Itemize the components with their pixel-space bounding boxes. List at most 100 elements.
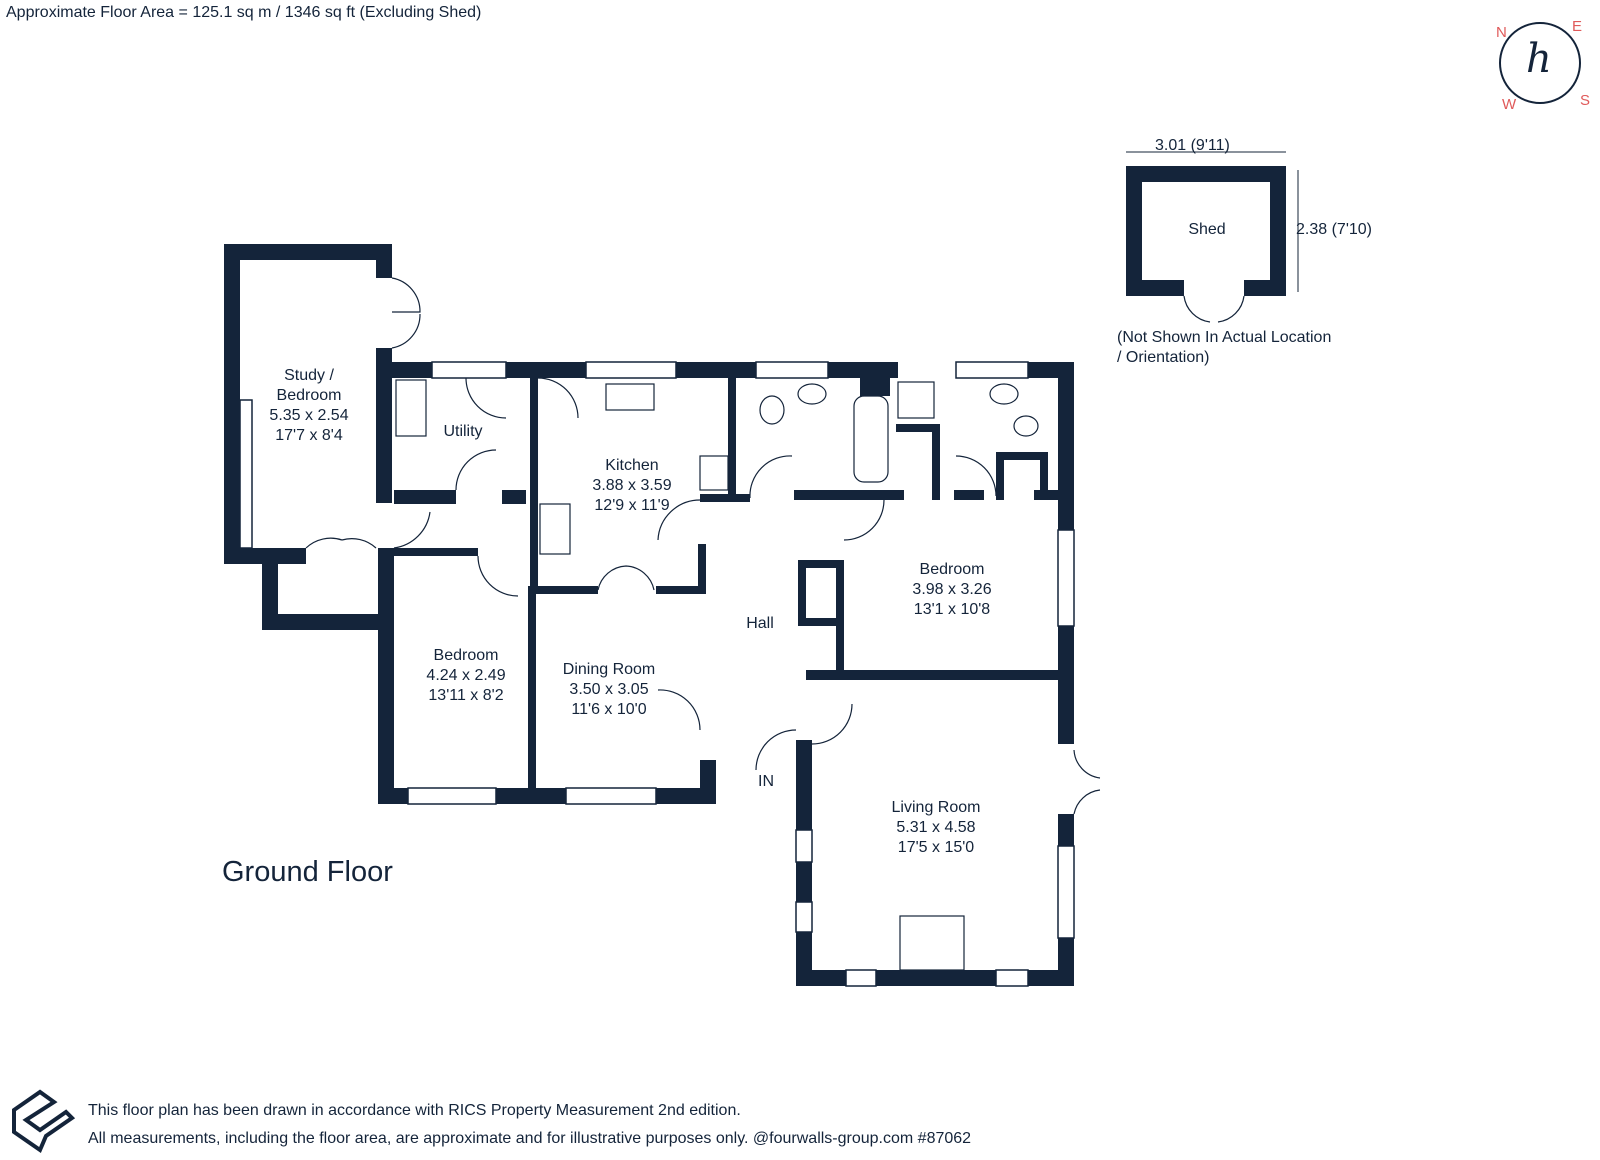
wall-segment	[932, 424, 940, 500]
room-label-kitchen: Kitchen 3.88 x 3.59 12'9 x 11'9	[592, 457, 672, 514]
room-label-hall: Hall	[746, 615, 774, 632]
floor-title: Ground Floor	[222, 856, 393, 888]
window	[1057, 529, 1075, 627]
exterior-walls	[224, 244, 1074, 986]
toilet	[1013, 415, 1039, 437]
wall-segment	[1126, 280, 1184, 296]
wall-segment	[224, 244, 392, 260]
wall-segment	[262, 548, 278, 630]
floor-area-text: Approximate Floor Area = 125.1 sq m / 13…	[6, 4, 482, 21]
door-arc	[305, 537, 377, 549]
window	[845, 969, 877, 987]
compass-logo-letter: h	[1526, 36, 1552, 82]
brand-mark-icon	[12, 1089, 76, 1154]
compass-south-label: S	[1580, 92, 1591, 109]
wall-segment	[224, 244, 240, 564]
room-label-bedroom-1: Bedroom 3.98 x 3.26 13'1 x 10'8	[912, 561, 992, 618]
boiler	[699, 455, 729, 491]
wall-segment	[698, 544, 706, 594]
wall-segment	[376, 348, 392, 503]
shed-depth-dimension: 2.38 (7'10)	[1296, 221, 1372, 238]
window	[565, 787, 657, 805]
door-arc	[657, 499, 701, 541]
wall-segment	[496, 788, 566, 804]
door-arc	[955, 455, 997, 497]
wall-segment	[836, 560, 844, 680]
wall-segment	[1040, 452, 1048, 500]
window	[239, 399, 253, 549]
window	[795, 901, 813, 933]
wall-segment	[996, 452, 1048, 460]
wall-segment	[796, 932, 812, 986]
fireplace	[899, 915, 965, 971]
wall-segment	[954, 490, 984, 500]
fixtures	[395, 379, 1039, 971]
room-label-living-room: Living Room 5.31 x 4.58 17'5 x 15'0	[891, 799, 981, 856]
footer-disclaimer: All measurements, including the floor ar…	[88, 1130, 972, 1147]
wall-segment	[794, 490, 904, 500]
shower-tray	[897, 381, 935, 419]
door-arc	[755, 729, 797, 771]
wall-segment	[996, 452, 1004, 500]
wall-segment	[796, 740, 812, 830]
compass-logo	[1499, 22, 1581, 104]
window	[795, 829, 813, 863]
wall-segment	[1270, 166, 1286, 296]
wall-segment	[1126, 166, 1142, 296]
door-arc	[455, 449, 497, 491]
window	[431, 361, 507, 379]
wall-segment	[656, 586, 706, 594]
wall-segment	[376, 244, 392, 278]
shed-label: Shed	[1188, 221, 1226, 238]
wall-segment	[394, 490, 456, 504]
wall-segment	[896, 424, 940, 432]
wall-segment	[1034, 490, 1064, 500]
wall-segment	[1058, 362, 1074, 530]
interior-walls	[394, 362, 1064, 788]
door-arc	[465, 377, 507, 419]
wall-segment	[876, 970, 996, 986]
wall-segment	[262, 614, 382, 630]
toilet	[759, 395, 785, 425]
wall-segment	[1028, 970, 1074, 986]
compass-east-label: E	[1572, 18, 1583, 35]
door-arc	[537, 377, 579, 419]
wall-segment	[392, 362, 432, 378]
wall-segment	[528, 594, 536, 788]
windows	[239, 361, 1075, 987]
door-arc	[1073, 749, 1101, 815]
shed-note: (Not Shown In Actual Location / Orientat…	[1117, 329, 1332, 366]
footer-rics-note: This floor plan has been drawn in accord…	[88, 1102, 741, 1119]
bath	[853, 395, 889, 483]
wall-segment	[798, 560, 838, 568]
wall-segment	[676, 362, 756, 378]
wall-segment	[502, 490, 526, 504]
wall-segment	[796, 862, 812, 902]
door-arc	[393, 511, 431, 549]
wall-segment	[798, 618, 838, 626]
window	[955, 361, 1029, 379]
shed-drawing	[1126, 151, 1299, 296]
wall-segment	[806, 670, 1062, 680]
door-arc	[597, 565, 655, 591]
shed-width-dimension: 3.01 (9'11)	[1155, 137, 1230, 154]
wall-segment	[1126, 166, 1286, 182]
wall-segment	[528, 586, 598, 594]
room-label-study: Study / Bedroom 5.35 x 2.54 17'7 x 8'4	[269, 367, 349, 444]
room-label-utility: Utility	[443, 423, 483, 440]
door-arc	[477, 555, 519, 597]
wall-segment	[1058, 814, 1074, 846]
wall-segment	[728, 378, 736, 500]
window	[407, 787, 497, 805]
basin	[797, 383, 827, 405]
door-arc	[749, 455, 793, 499]
wall-segment	[700, 760, 716, 804]
room-label-dining-room: Dining Room 3.50 x 3.05 11'6 x 10'0	[562, 661, 656, 718]
wall-segment	[506, 362, 586, 378]
window	[755, 361, 829, 379]
wall-segment	[860, 362, 890, 396]
wall-segment	[530, 362, 538, 592]
compass-circle	[1499, 22, 1581, 104]
window	[585, 361, 677, 379]
